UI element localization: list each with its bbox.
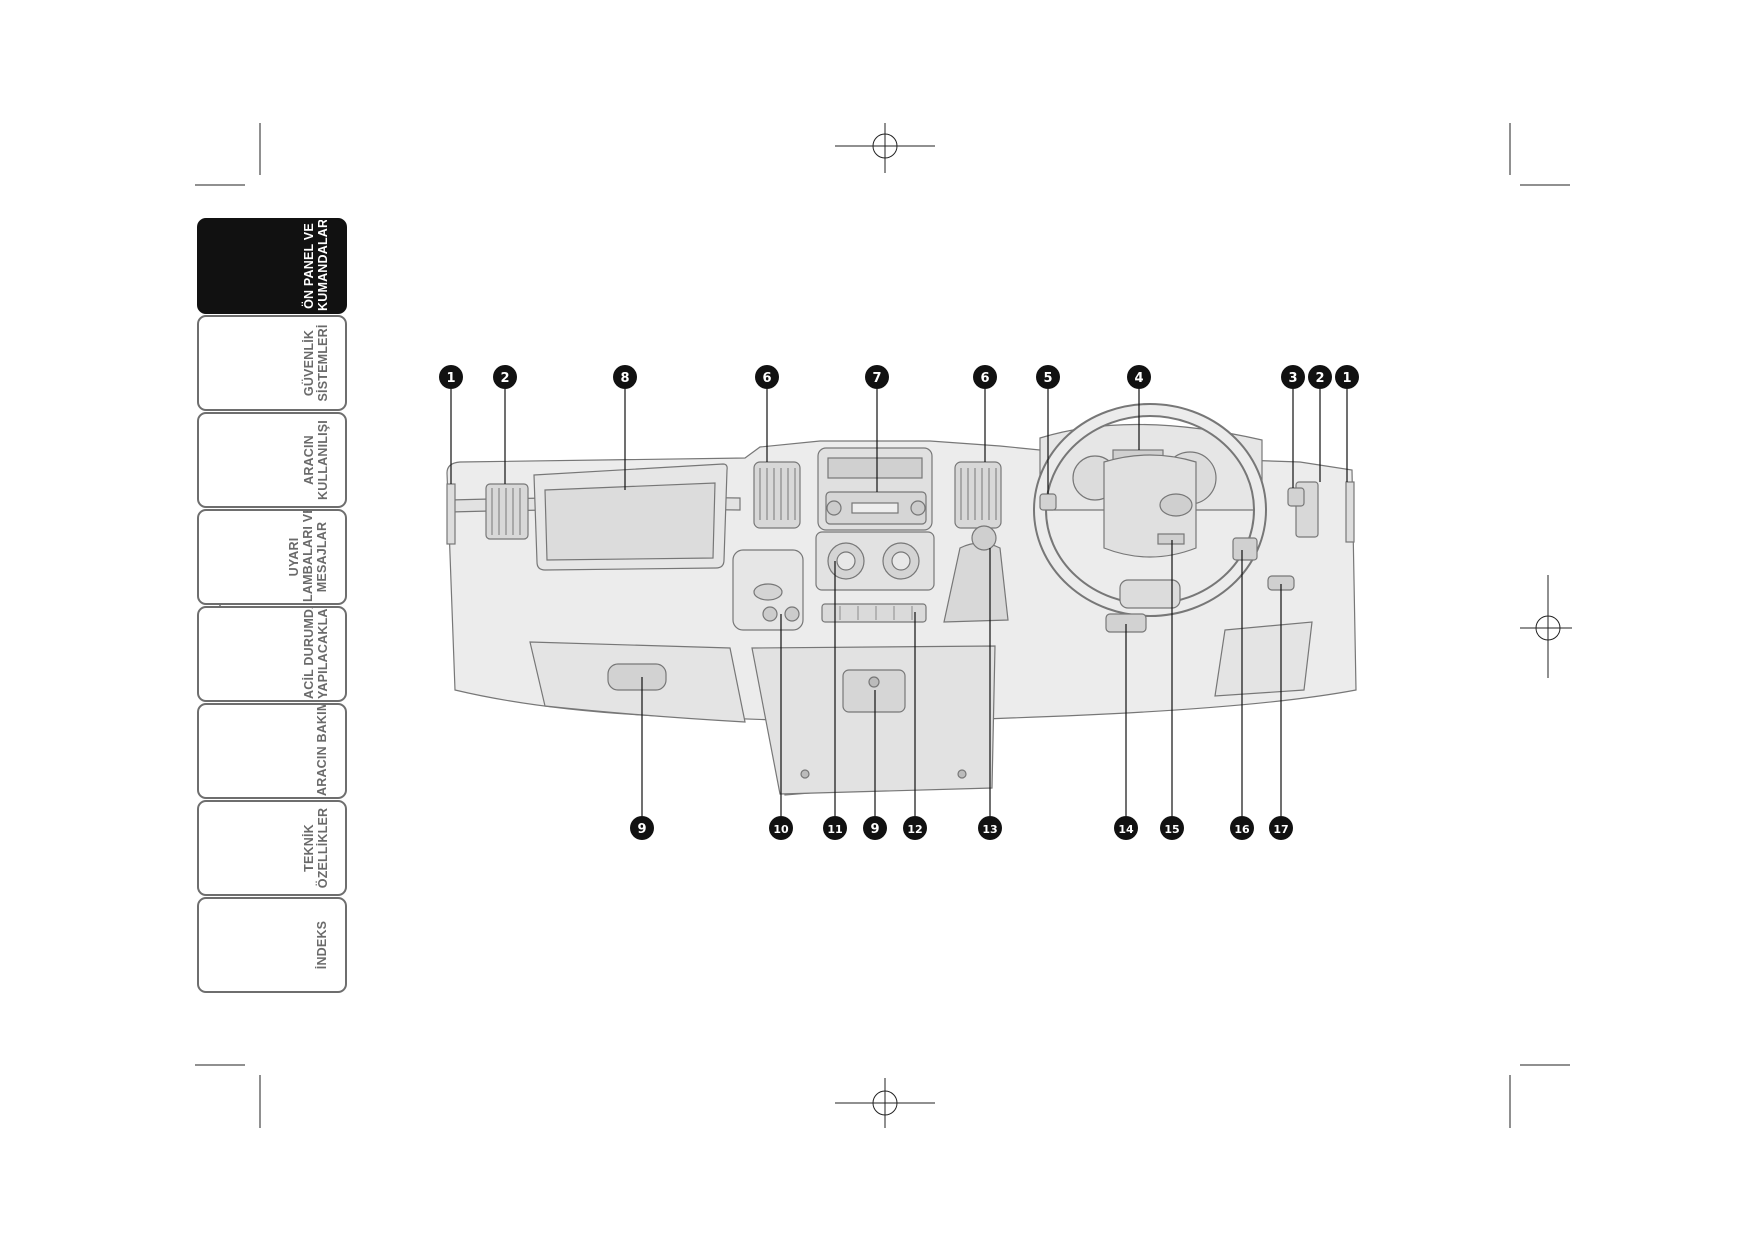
callout-number: 2 <box>500 371 509 386</box>
centre-lower-storage <box>751 645 996 795</box>
callout-marker: 1 <box>1335 365 1359 389</box>
callout-marker: 4 <box>1127 365 1151 389</box>
callout-top-row: 1 2 8 6 7 6 5 4 3 2 1 <box>439 365 1359 389</box>
registration-target-right <box>1520 575 1572 678</box>
dashboard-drawing <box>446 403 1357 796</box>
callout-marker: 7 <box>865 365 889 389</box>
callout-marker: 2 <box>493 365 517 389</box>
leader-lines <box>450 389 1348 816</box>
callout-number: 14 <box>1118 823 1134 836</box>
callout-number: 2 <box>1315 371 1324 386</box>
callout-number: 5 <box>1043 371 1052 386</box>
callout-marker: 5 <box>1036 365 1060 389</box>
callout-number: 12 <box>907 823 922 836</box>
callout-marker: 12 <box>903 816 927 840</box>
callout-number: 13 <box>982 823 997 836</box>
callout-marker: 6 <box>973 365 997 389</box>
callout-number: 6 <box>980 371 989 386</box>
callout-marker: 10 <box>769 816 793 840</box>
callout-marker: 13 <box>978 816 1002 840</box>
callout-marker: 8 <box>613 365 637 389</box>
callout-marker: 14 <box>1114 816 1138 840</box>
right-stalk <box>1287 487 1305 507</box>
callout-number: 1 <box>446 371 455 386</box>
registration-target-top <box>835 123 935 173</box>
callout-number: 11 <box>827 823 842 836</box>
fuse-box-cover <box>1214 621 1313 697</box>
tab-indeks[interactable]: İNDEKS <box>197 897 347 993</box>
callout-marker: 9 <box>863 816 887 840</box>
callout-number: 9 <box>637 822 646 837</box>
callout-number: 17 <box>1273 823 1288 836</box>
callout-number: 3 <box>1288 371 1297 386</box>
tab-label: İNDEKS <box>315 920 329 970</box>
callout-number: 10 <box>773 823 789 836</box>
tab-label: ARACIN BAKIMI <box>315 703 329 796</box>
callout-number: 16 <box>1234 823 1250 836</box>
callout-number: 9 <box>870 822 879 837</box>
callout-marker: 1 <box>439 365 463 389</box>
callout-number: 1 <box>1342 371 1351 386</box>
switch-strip <box>821 603 927 623</box>
callout-marker: 15 <box>1160 816 1184 840</box>
callout-marker: 16 <box>1230 816 1254 840</box>
left-vent <box>485 483 529 540</box>
steering-wheel-hub <box>1103 454 1197 558</box>
callout-marker: 11 <box>823 816 847 840</box>
registration-target-bottom <box>835 1078 935 1128</box>
callout-bottom-row: 9 10 11 9 12 13 14 15 16 17 <box>630 816 1293 840</box>
callout-number: 7 <box>872 371 881 386</box>
callout-marker: 6 <box>755 365 779 389</box>
callout-marker: 3 <box>1281 365 1305 389</box>
callout-marker: 9 <box>630 816 654 840</box>
callout-number: 8 <box>620 371 629 386</box>
callout-marker: 2 <box>1308 365 1332 389</box>
tab-aracin-bakimi[interactable]: ARACIN BAKIMI <box>197 703 347 799</box>
callout-number: 4 <box>1134 371 1143 386</box>
right-side-vent <box>1345 481 1355 543</box>
callout-number: 6 <box>762 371 771 386</box>
callout-marker: 17 <box>1269 816 1293 840</box>
ignition-switch <box>1232 537 1258 561</box>
callout-number: 15 <box>1164 823 1179 836</box>
